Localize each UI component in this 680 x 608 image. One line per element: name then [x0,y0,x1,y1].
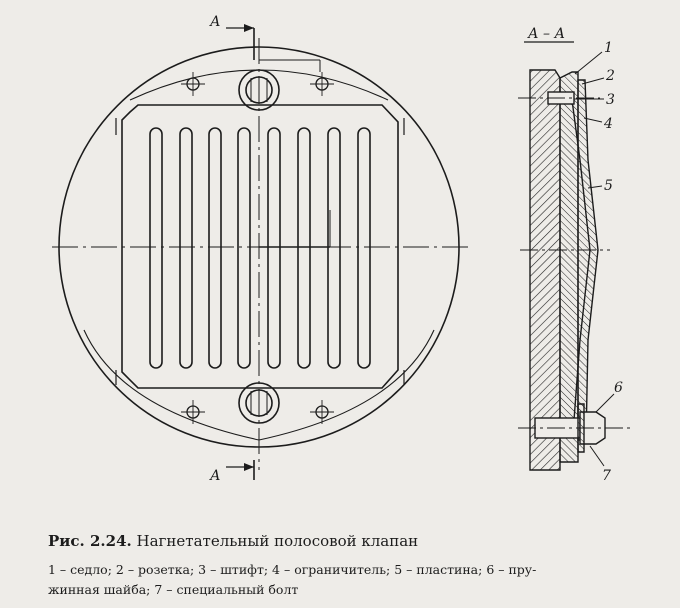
callout-4: 4 [603,116,613,132]
figure-number: Рис. 2.24. [48,532,132,550]
slot [357,127,371,369]
slot [179,127,193,369]
slot-group [149,127,371,369]
slot [297,127,311,369]
figure-title: Рис. 2.24. Нагнетательный полосовой клап… [48,532,658,550]
seat-section [529,69,561,471]
section-cut-line [226,24,331,480]
legend-line-1: 1 – седло; 2 – розетка; 3 – штифт; 4 – о… [48,562,537,577]
slot [237,127,251,369]
limiter-section [577,79,599,441]
callout-3: 3 [606,92,615,108]
section-centerlines [518,97,630,429]
legend-line-2: жинная шайба; 7 – специальный болт [48,582,299,597]
figure-title-text: Нагнетательный полосовой клапан [136,532,419,550]
callout-2: 2 [605,68,615,84]
slot [149,127,163,369]
cut-marker-bottom: А [209,468,221,484]
cut-marker-top: А [209,14,221,30]
slot [327,127,341,369]
callout-1: 1 [604,40,613,56]
slot [208,127,222,369]
callout-leaders [574,51,615,467]
callout-6: 6 [614,380,623,396]
figure-caption: Рис. 2.24. Нагнетательный полосовой клап… [48,532,658,600]
figure-legend: 1 – седло; 2 – розетка; 3 – штифт; 4 – о… [48,560,658,600]
pin-holes [181,72,334,424]
section-view-label: А – А [527,26,565,42]
callout-7: 7 [602,468,611,484]
section-view [529,69,606,471]
callout-5: 5 [604,178,613,194]
slot [267,127,281,369]
seat-plate-outline [121,104,399,389]
